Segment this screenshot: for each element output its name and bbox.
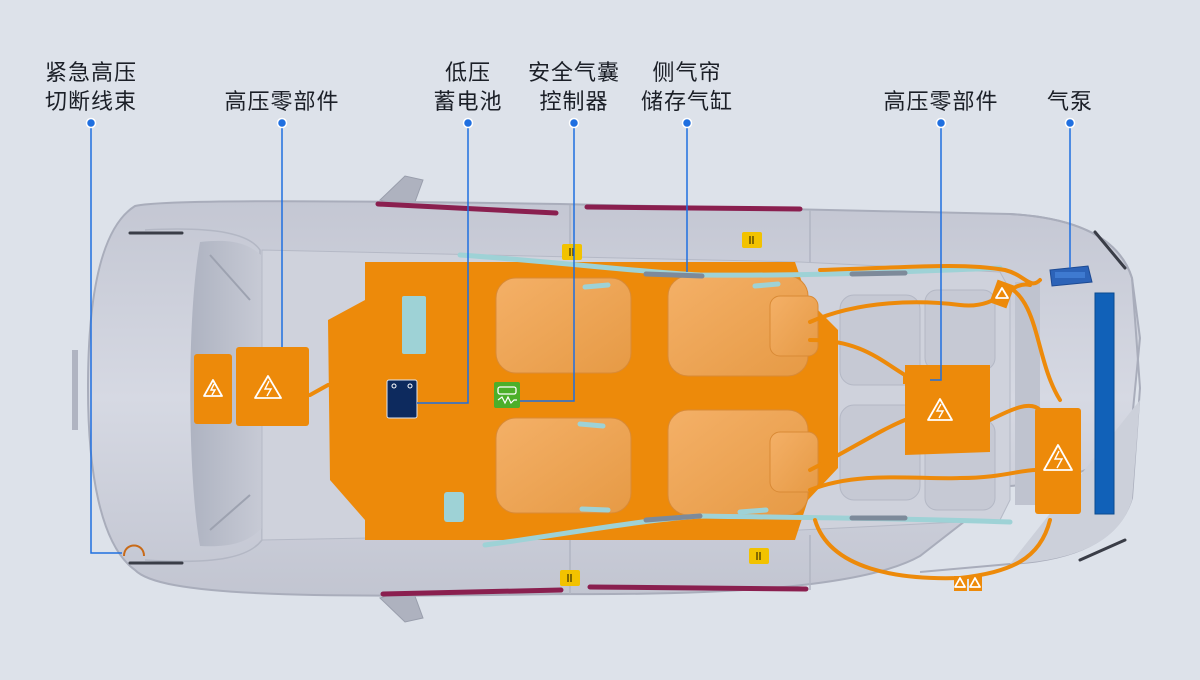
label-line: 紧急高压 xyxy=(44,61,137,86)
airbag-sensor-icon xyxy=(560,232,769,586)
label-line: 控制器 xyxy=(539,90,609,115)
hv-component-rear-side xyxy=(1035,408,1081,514)
label-line: 高压零部件 xyxy=(883,90,999,115)
label-line: 气泵 xyxy=(1046,90,1093,115)
hv-component-rear-main xyxy=(903,365,990,455)
label-hv-rear: 高压零部件 xyxy=(876,88,1006,117)
label-lv-battery: 低压 蓄电池 xyxy=(423,59,513,117)
rear-battery-strip xyxy=(1094,292,1115,515)
side-curtain-strips xyxy=(375,201,809,597)
label-emergency-cutoff: 紧急高压 切断线束 xyxy=(36,59,146,117)
battery-icon xyxy=(386,379,418,419)
label-hv-front: 高压零部件 xyxy=(217,88,347,117)
label-line: 储存气缸 xyxy=(640,90,733,115)
label-line: 侧气帘 xyxy=(652,61,722,86)
airbag-controller-icon xyxy=(494,382,520,408)
floor-module-bottom xyxy=(444,492,464,522)
floor-module-top xyxy=(402,296,426,354)
label-line: 蓄电池 xyxy=(433,90,503,115)
label-curtain-cylinder: 侧气帘 储存气缸 xyxy=(632,59,742,117)
label-line: 低压 xyxy=(444,61,491,86)
front-seats xyxy=(495,275,819,516)
label-line: 安全气囊 xyxy=(527,61,620,86)
label-airbag-controller: 安全气囊 控制器 xyxy=(519,59,629,117)
cutoff-harness xyxy=(123,544,145,557)
hv-component-front-small xyxy=(194,354,232,424)
label-line: 切断线束 xyxy=(44,90,137,115)
hv-component-front-main xyxy=(236,347,309,426)
high-voltage-warning-icon xyxy=(203,287,1073,588)
label-air-pump: 气泵 xyxy=(1035,88,1105,117)
label-line: 高压零部件 xyxy=(224,90,340,115)
air-pump-icon xyxy=(1049,265,1093,287)
leader-lines xyxy=(90,123,1071,554)
hv-fuse-top xyxy=(989,279,1015,309)
